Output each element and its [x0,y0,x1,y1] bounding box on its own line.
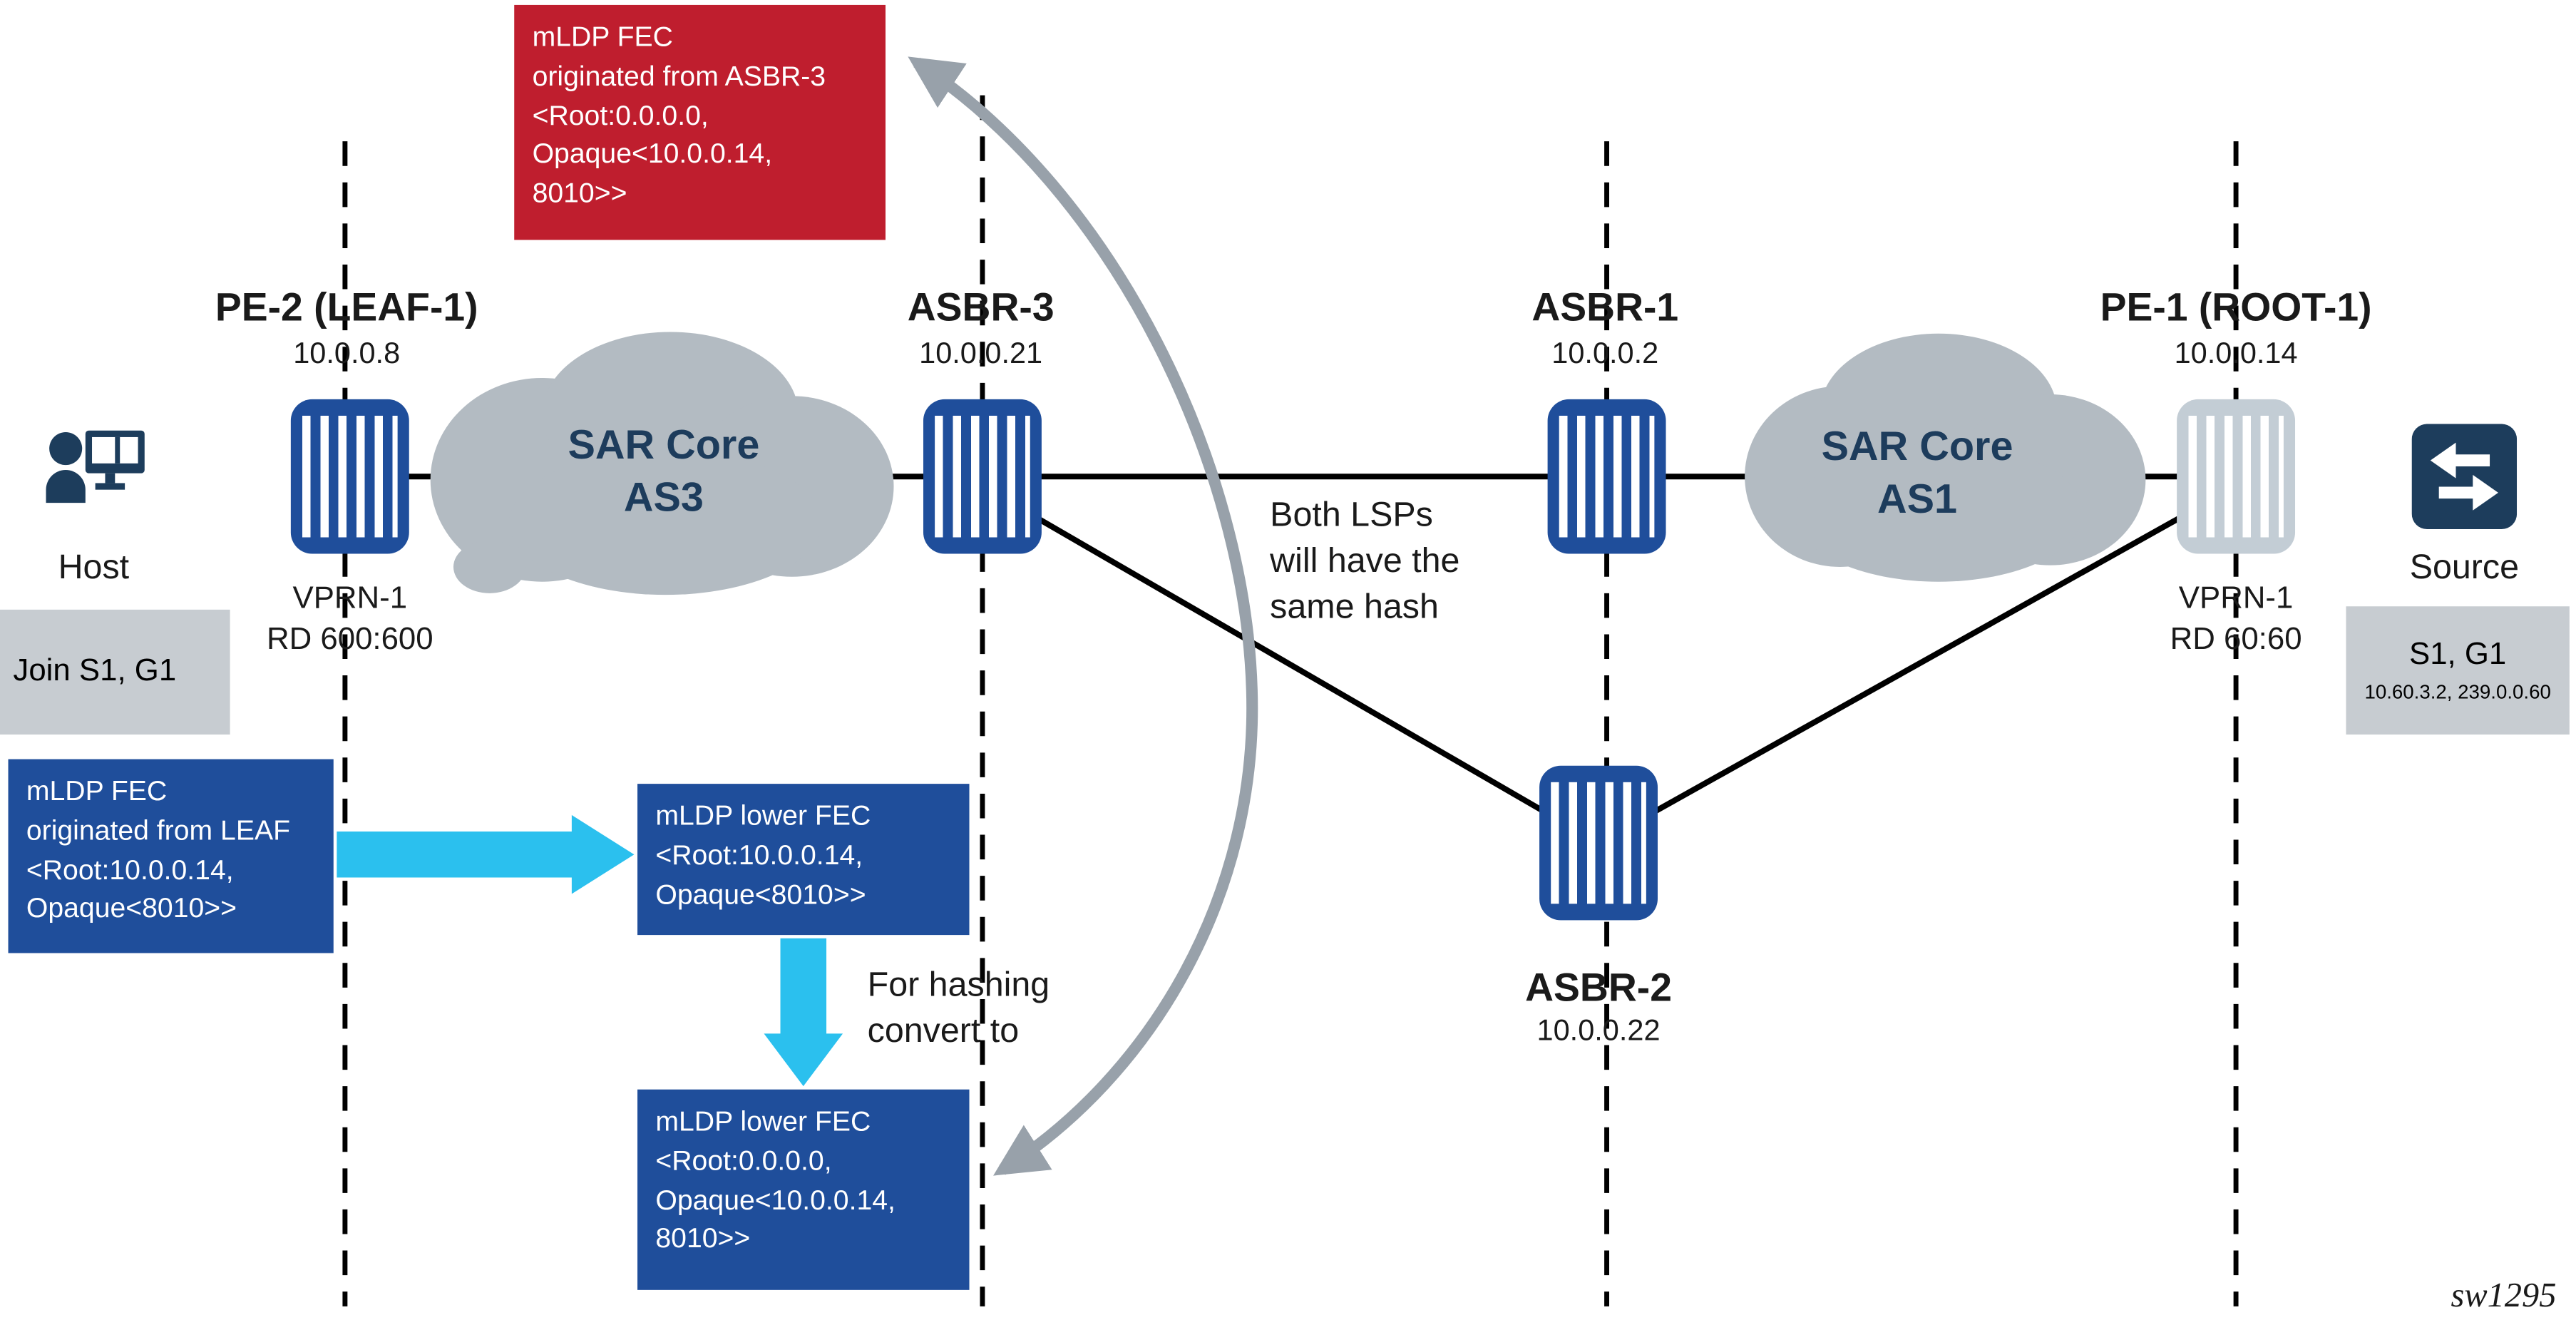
host-label: Host [58,548,130,587]
router-asbr3 [923,399,1042,554]
callout-lower-fec-root: mLDP lower FEC <Root:10.0.0.14, Opaque<8… [637,784,970,936]
convert-note: For hashing convert to [867,966,1050,1050]
join-label: Join S1, G1 [13,654,177,689]
node-label-asbr1: ASBR-1 [1531,285,1679,331]
sg-title: S1, G1 [2409,638,2507,672]
node-label-pe1: PE-1 (ROOT-1) [2100,285,2372,331]
router-pe2-stripes [302,415,398,538]
router-asbr1 [1547,399,1666,554]
source-group-box: S1, G1 10.60.3.2, 239.0.0.60 [2346,606,2570,735]
source-icon [2411,424,2518,537]
vprn-pe1: VPRN-1 RD 60:60 [2170,581,2302,658]
link-asbr2-pe1 [1597,484,2238,846]
cloud-as1-label: SAR Core AS1 [1821,424,2013,523]
router-asbr3-stripes [935,415,1030,538]
figure-id: sw1295 [2451,1275,2557,1315]
vprn-pe2: VPRN-1 RD 600:600 [266,581,433,658]
cloud-as3-label: SAR Core AS3 [568,422,760,521]
router-pe1-stripes [2188,415,2284,538]
hash-equivalence-arrow [908,56,1258,1176]
link-asbr3-asbr2 [980,484,1601,846]
node-label-asbr3: ASBR-3 [907,285,1054,331]
host-icon [43,427,148,537]
node-ip-pe1: 10.0.0.14 [2174,337,2298,370]
cloud-as1-shape [1745,333,2146,582]
router-asbr2 [1539,765,1658,921]
sg-detail: 10.60.3.2, 239.0.0.60 [2364,680,2551,704]
router-pe1 [2177,399,2296,554]
node-label-pe2: PE-2 (LEAF-1) [215,285,478,331]
callout-asbr3-fec: mLDP FEC originated from ASBR-3 <Root:0.… [514,4,886,240]
node-label-asbr2: ASBR-2 [1525,966,1672,1011]
node-ip-asbr2: 10.0.0.22 [1536,1013,1661,1047]
router-asbr1-stripes [1559,415,1655,538]
callout-lower-fec-hashed: mLDP lower FEC <Root:0.0.0.0, Opaque<10.… [637,1089,970,1290]
source-label: Source [2409,548,2520,587]
fec-convert-arrow-down [764,938,843,1087]
hash-note: Both LSPs will have the same hash [1270,496,1460,626]
callout-leaf-fec: mLDP FEC originated from LEAF <Root:10.0… [8,759,334,953]
fec-convert-arrow-right [337,814,635,894]
node-ip-pe2: 10.0.0.8 [293,337,401,370]
node-ip-asbr1: 10.0.0.2 [1551,337,1659,370]
cloud-as3-shape [430,332,894,595]
node-ip-asbr3: 10.0.0.21 [919,337,1043,370]
router-asbr2-stripes [1551,782,1646,904]
router-pe2 [290,399,409,554]
join-box: Join S1, G1 [0,609,230,735]
